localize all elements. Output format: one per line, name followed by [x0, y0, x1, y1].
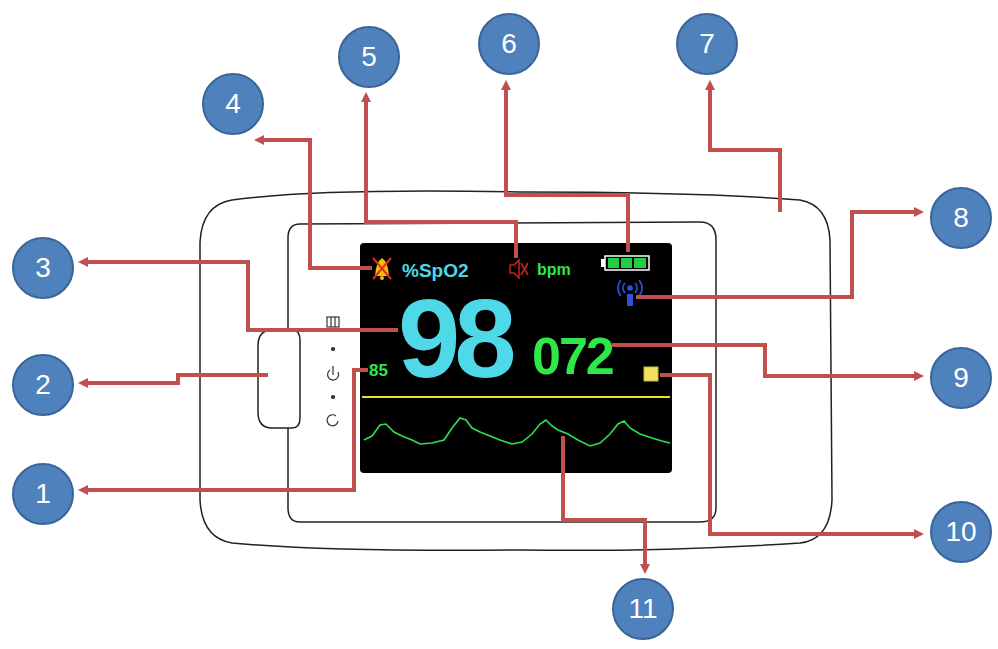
divider-line: [362, 396, 670, 398]
leader-line: [366, 96, 516, 258]
callout-number: 10: [930, 501, 992, 563]
callout-text: 4: [225, 90, 241, 118]
pulse-unit: bpm: [537, 262, 571, 278]
leader-line: [258, 140, 372, 268]
leader-line: [612, 345, 920, 376]
leader-line: [82, 370, 368, 490]
callout-number: 8: [930, 187, 992, 249]
power-button: [258, 330, 300, 428]
battery-icon: [601, 256, 649, 270]
callout-number: 5: [338, 26, 400, 88]
pleth-waveform: [364, 418, 670, 446]
mute-icon: [510, 260, 528, 278]
callout-number: 11: [612, 578, 674, 640]
callout-text: 8: [953, 204, 969, 232]
callout-text: 2: [35, 371, 51, 399]
wireless-icon: [618, 280, 642, 306]
callout-number: 4: [202, 73, 264, 135]
callout-text: 1: [35, 480, 51, 508]
leader-line: [563, 436, 645, 570]
button-symbols: [327, 317, 339, 426]
callout-text: 9: [953, 364, 969, 392]
display-screen: [360, 243, 672, 473]
pulse-value: 072: [532, 330, 613, 382]
callout-text: 7: [699, 30, 715, 58]
callout-number: 7: [676, 13, 738, 75]
leader-line: [82, 375, 268, 383]
leader-line: [82, 262, 398, 330]
callout-text: 5: [361, 43, 377, 71]
spo2-value: 98: [398, 283, 511, 395]
callout-number: 2: [12, 354, 74, 416]
alarm-off-icon: [373, 258, 391, 280]
leader-line: [506, 84, 628, 252]
callout-text: 11: [628, 595, 657, 623]
callout-number: 3: [12, 237, 74, 299]
pulse-bar: [644, 367, 658, 381]
callout-text: 6: [501, 30, 517, 58]
leader-line: [710, 84, 780, 212]
callout-text: 3: [35, 254, 51, 282]
callout-number: 6: [478, 13, 540, 75]
callout-text: 10: [945, 518, 976, 546]
spo2-unit: %SpO2: [402, 261, 469, 280]
alarm-limit: 85: [369, 362, 388, 379]
leader-line: [636, 212, 920, 297]
callout-number: 9: [930, 347, 992, 409]
leader-lines: [82, 84, 920, 570]
leader-line: [660, 375, 920, 534]
callout-number: 1: [12, 463, 74, 525]
